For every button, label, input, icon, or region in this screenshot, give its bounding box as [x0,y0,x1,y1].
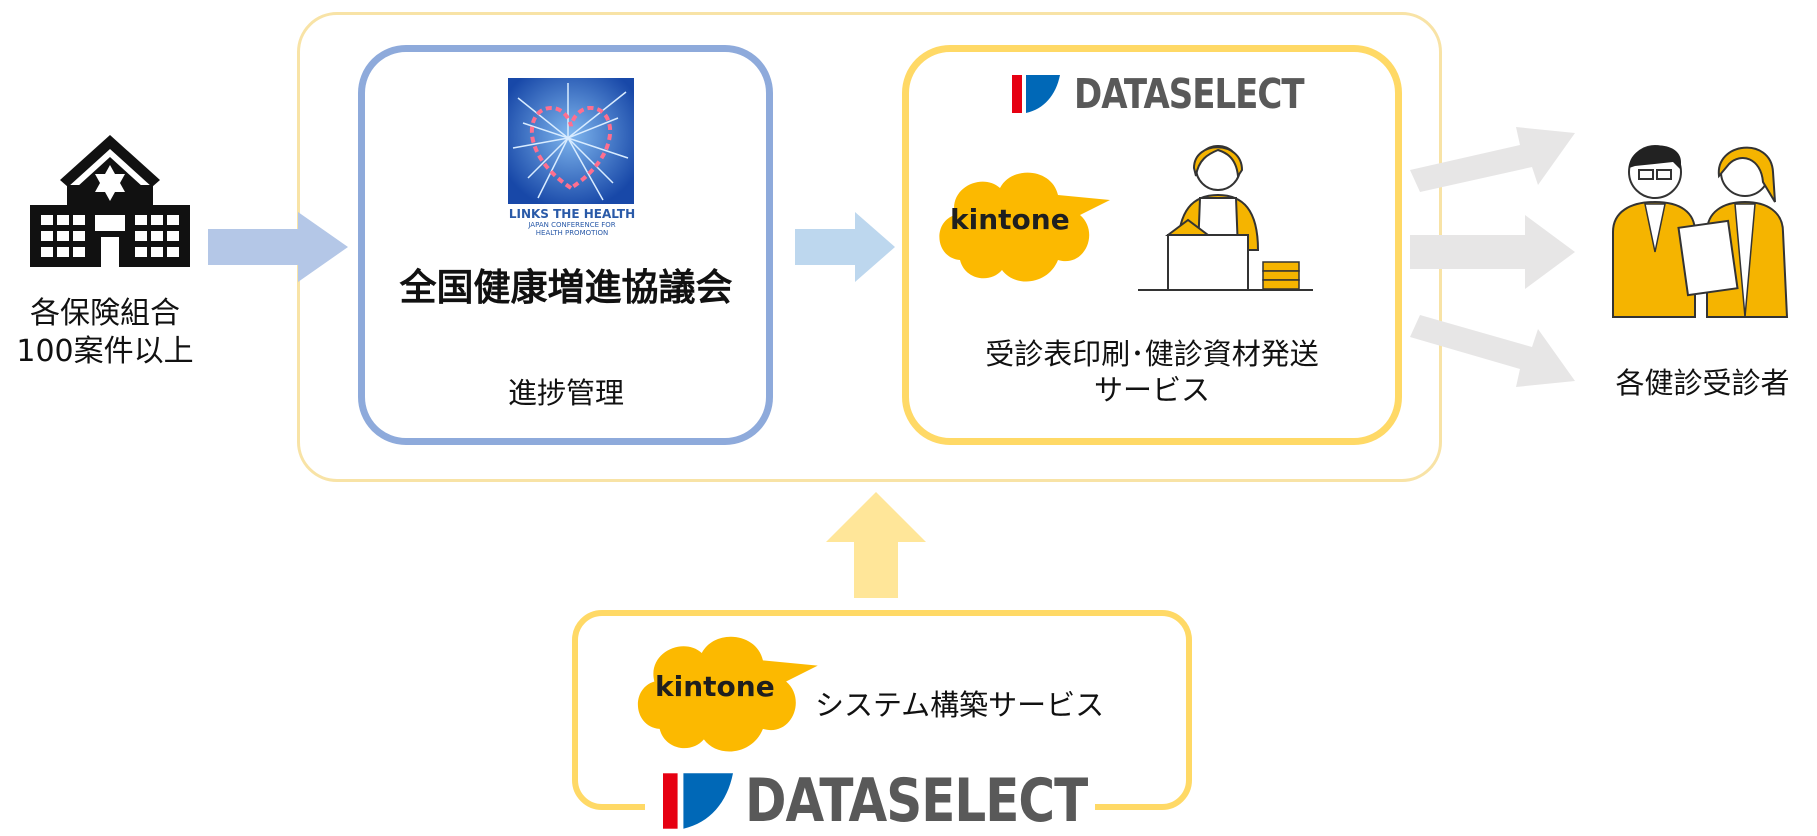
arrows-to-recipients [1410,127,1575,387]
service-label-line1: 受診表印刷･健診資材発送 [985,337,1319,371]
links-the-health-logo [508,78,634,204]
packing-worker-illustration [1138,145,1313,291]
source-label-line2: 100案件以上 [16,333,194,369]
kintone-cloud-icon [939,172,1110,282]
council-title: 全国健康増進協議会 [399,266,733,309]
service-box [902,45,1402,445]
source-label-line1: 各保険組合 [30,296,180,331]
arrow-right [1410,215,1575,289]
kintone-label-service: kintone [950,203,1070,236]
arrow-to-council [208,212,348,282]
source-label: 各保険組合 100案件以上 [0,295,210,370]
logo-caption-sub1: JAPAN CONFERENCE FOR [528,221,616,229]
arrow-up-right [1410,127,1575,192]
dataselect-brand-service: DATASELECT [1074,71,1305,119]
hospital-icon [30,135,190,267]
service-label-line2: サービス [1093,373,1210,408]
logo-caption-sub: JAPAN CONFERENCE FOR HEALTH PROMOTION [492,221,652,237]
recipients-illustration [1612,145,1789,318]
arrow-down-right [1410,315,1575,387]
dataselect-brand-system: DATASELECT [745,766,1088,836]
kintone-label-system: kintone [655,670,775,703]
recipients-label: 各健診受診者 [1615,366,1790,400]
service-label: 受診表印刷･健診資材発送 サービス [905,336,1399,409]
logo-caption-sub2: HEALTH PROMOTION [535,228,609,237]
dataselect-mark [1012,75,1060,113]
logo-caption-main: LINKS THE HEALTH [508,207,636,221]
kintone-cloud-icon-bottom [637,636,818,752]
arrow-up-yellow [826,492,926,598]
council-subtitle: 進捗管理 [507,376,624,410]
dataselect-logo-bottom: DATASELECT [645,766,1095,836]
system-label: システム構築サービス [815,688,1105,722]
dataselect-mark-bottom [663,773,733,829]
arrow-to-service [795,212,895,282]
